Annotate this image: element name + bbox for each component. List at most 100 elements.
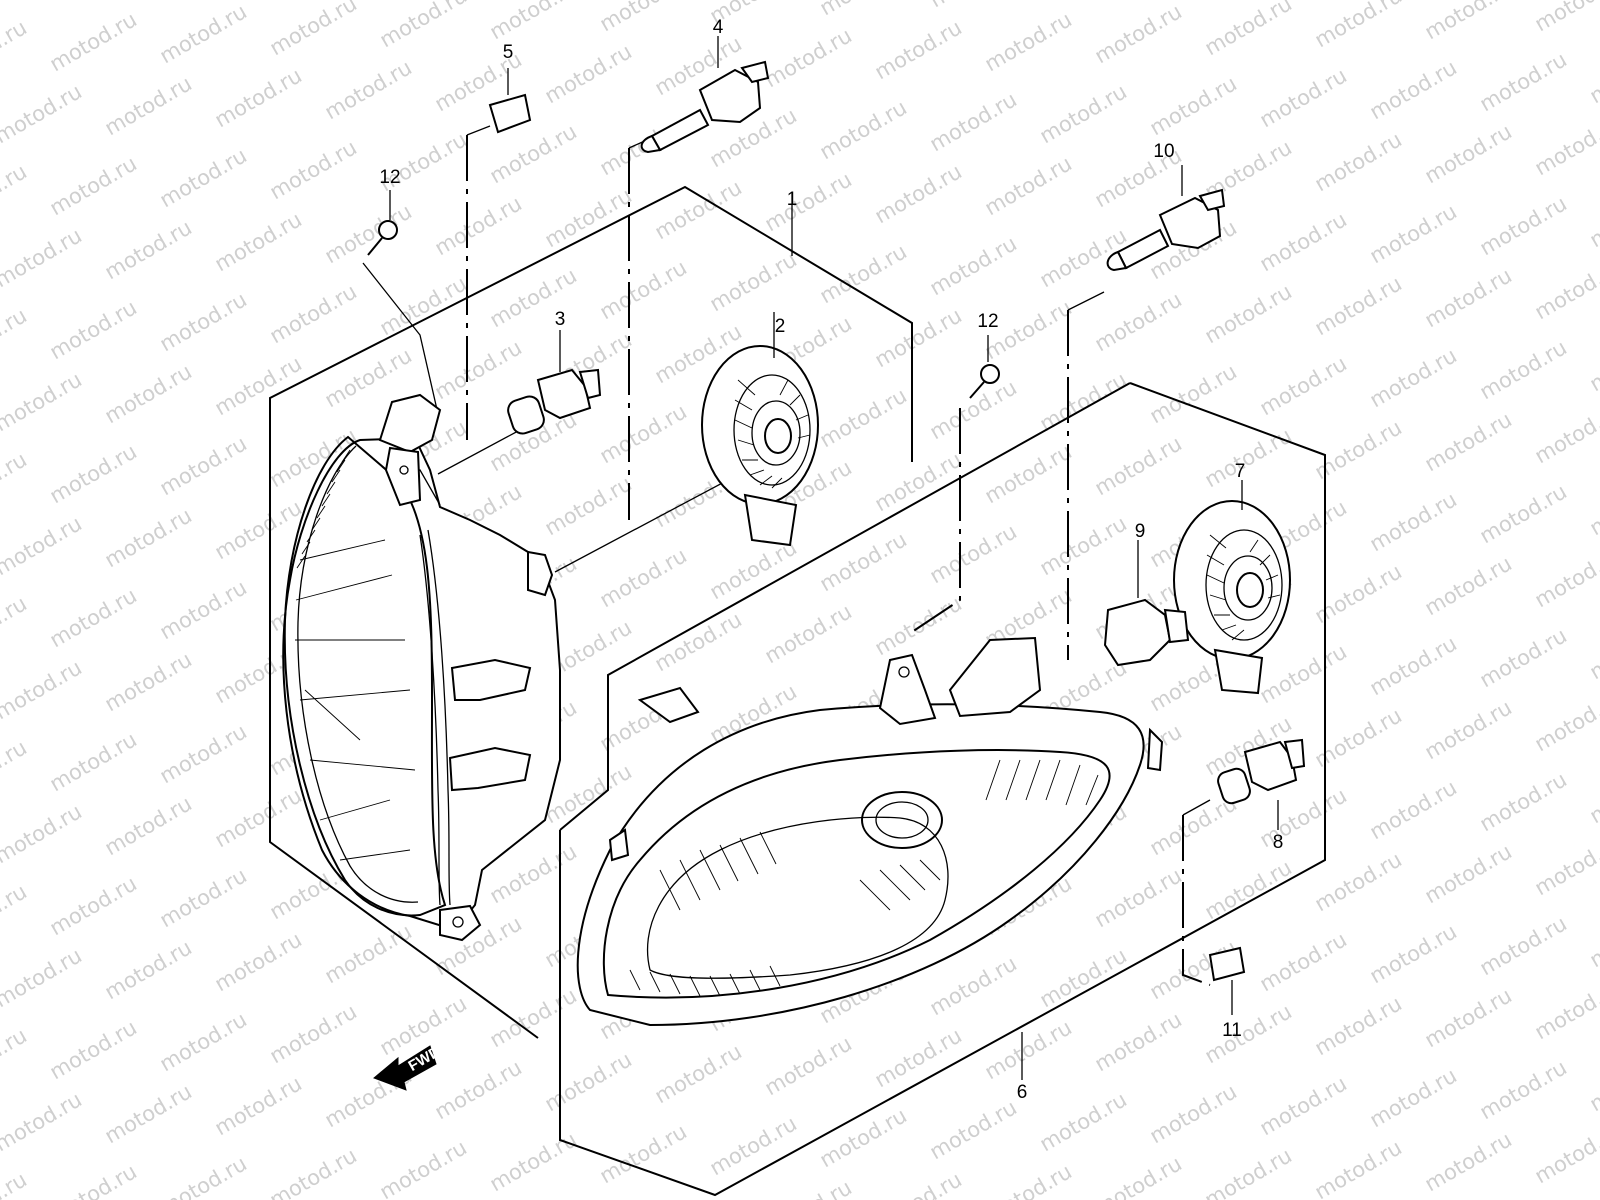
watermark-text: motod.ru <box>156 863 251 932</box>
watermark-text: motod.ru <box>761 167 856 236</box>
watermark-text: motod.ru <box>101 935 196 1004</box>
watermark-text: motod.ru <box>101 215 196 284</box>
watermark-text: motod.ru <box>1586 471 1600 540</box>
watermark-text: motod.ru <box>871 591 966 660</box>
watermark-text: motod.ru <box>211 351 306 420</box>
watermark-text: motod.ru <box>1256 63 1351 132</box>
watermark-text: motod.ru <box>1256 207 1351 276</box>
watermark-text: motod.ru <box>1586 903 1600 972</box>
watermark-text: motod.ru <box>156 719 251 788</box>
watermark-text: motod.ru <box>926 87 1021 156</box>
watermark-text: motod.ru <box>1476 767 1571 836</box>
watermark-text: motod.ru <box>1311 271 1406 340</box>
watermark-text: motod.ru <box>1201 855 1296 924</box>
watermark-text: motod.ru <box>1366 1063 1461 1132</box>
watermark-text: motod.ru <box>156 143 251 212</box>
watermark-text: motod.ru <box>1366 199 1461 268</box>
watermark-text: motod.ru <box>1256 927 1351 996</box>
watermark-text: motod.ru <box>761 599 856 668</box>
watermark-text: motod.ru <box>1531 0 1600 36</box>
watermark-text: motod.ru <box>266 0 361 60</box>
watermark-text: motod.ru <box>431 1055 526 1124</box>
bulb-socket-part-9 <box>1103 540 1190 667</box>
watermark-text: motod.ru <box>1256 639 1351 708</box>
watermark-text: motod.ru <box>101 647 196 716</box>
callout-12-left: 12 <box>379 167 400 188</box>
watermark-text: motod.ru <box>376 1135 471 1200</box>
bulb-h4-part-10 <box>1106 165 1226 272</box>
watermark-text: motod.ru <box>156 287 251 356</box>
callout-12-right: 12 <box>977 311 998 332</box>
watermark-text: motod.ru <box>0 879 31 948</box>
watermark-text: motod.ru <box>486 0 581 44</box>
watermark-text: motod.ru <box>376 0 471 52</box>
watermark-text: motod.ru <box>1586 327 1600 396</box>
watermark-text: motod.ru <box>0 303 31 372</box>
watermark-text: motod.ru <box>46 583 141 652</box>
watermark-text: motod.ru <box>1586 183 1600 252</box>
screw-part-12-right <box>969 335 1000 399</box>
watermark-text: motod.ru <box>101 791 196 860</box>
watermark-text: motod.ru <box>1421 695 1516 764</box>
watermark-text: motod.ru <box>46 727 141 796</box>
watermark-text: motod.ru <box>0 159 31 228</box>
watermark-text: motod.ru <box>816 383 911 452</box>
callout-10: 10 <box>1153 141 1174 162</box>
watermark-text: motod.ru <box>816 95 911 164</box>
watermark-text: motod.ru <box>1201 423 1296 492</box>
watermark-text: motod.ru <box>1476 911 1571 980</box>
watermark-text: motod.ru <box>101 71 196 140</box>
watermark-text: motod.ru <box>1091 863 1186 932</box>
watermark-text: motod.ru <box>1036 1087 1131 1156</box>
watermark-text: motod.ru <box>211 495 306 564</box>
watermark-text: motod.ru <box>1586 39 1600 108</box>
watermark-text: motod.ru <box>1421 263 1516 332</box>
watermark-text: motod.ru <box>926 0 1021 12</box>
watermark-text: motod.ru <box>816 527 911 596</box>
watermark-text: motod.ru <box>0 735 31 804</box>
watermark-text: motod.ru <box>1421 839 1516 908</box>
watermark-text: motod.ru <box>46 1015 141 1084</box>
watermark-text: motod.ru <box>321 55 416 124</box>
watermark-text: motod.ru <box>651 175 746 244</box>
watermark-text: motod.ru <box>1366 343 1461 412</box>
watermark-text: motod.ru <box>1311 1135 1406 1200</box>
watermark-text: motod.ru <box>46 1159 141 1200</box>
watermark-text: motod.ru <box>156 1151 251 1200</box>
watermark-text: motod.ru <box>46 871 141 940</box>
watermark-text: motod.ru <box>0 1087 86 1156</box>
callout-3: 3 <box>555 309 566 330</box>
watermark-text: motod.ru <box>1201 0 1296 60</box>
watermark-text: motod.ru <box>1091 1007 1186 1076</box>
watermark-text: motod.ru <box>211 63 306 132</box>
watermark-text: motod.ru <box>1091 1151 1186 1200</box>
watermark-text: motod.ru <box>101 1079 196 1148</box>
watermark-text: motod.ru <box>706 247 801 316</box>
left-headlamp-assembly <box>269 125 913 1039</box>
watermark-text: motod.ru <box>541 183 636 252</box>
screw-part-12-left <box>367 190 398 256</box>
watermark-text: motod.ru <box>0 511 86 580</box>
watermark-text: motod.ru <box>541 1047 636 1116</box>
watermark-text: motod.ru <box>0 1167 31 1200</box>
forward-direction-arrow: FWD <box>373 1043 444 1091</box>
watermark-text: motod.ru <box>1531 255 1600 324</box>
watermark-text: motod.ru <box>1366 487 1461 556</box>
callout-7: 7 <box>1235 461 1246 482</box>
watermark-text: motod.ru <box>871 1167 966 1200</box>
watermark-text: motod.ru <box>1366 631 1461 700</box>
watermark-text: motod.ru <box>596 1119 691 1188</box>
watermark-text: motod.ru <box>1091 287 1186 356</box>
watermark-text: motod.ru <box>871 303 966 372</box>
watermark-text: motod.ru <box>1421 1127 1516 1196</box>
watermark-text: motod.ru <box>156 0 251 68</box>
watermark-text: motod.ru <box>981 151 1076 220</box>
callout-2: 2 <box>775 316 786 337</box>
watermark-text: motod.ru <box>871 159 966 228</box>
watermark-text: motod.ru <box>1256 1071 1351 1140</box>
watermark-text: motod.ru <box>0 943 86 1012</box>
watermark-text: motod.ru <box>1256 351 1351 420</box>
watermark-text: motod.ru <box>981 1015 1076 1084</box>
watermark-text: motod.ru <box>266 1143 361 1200</box>
